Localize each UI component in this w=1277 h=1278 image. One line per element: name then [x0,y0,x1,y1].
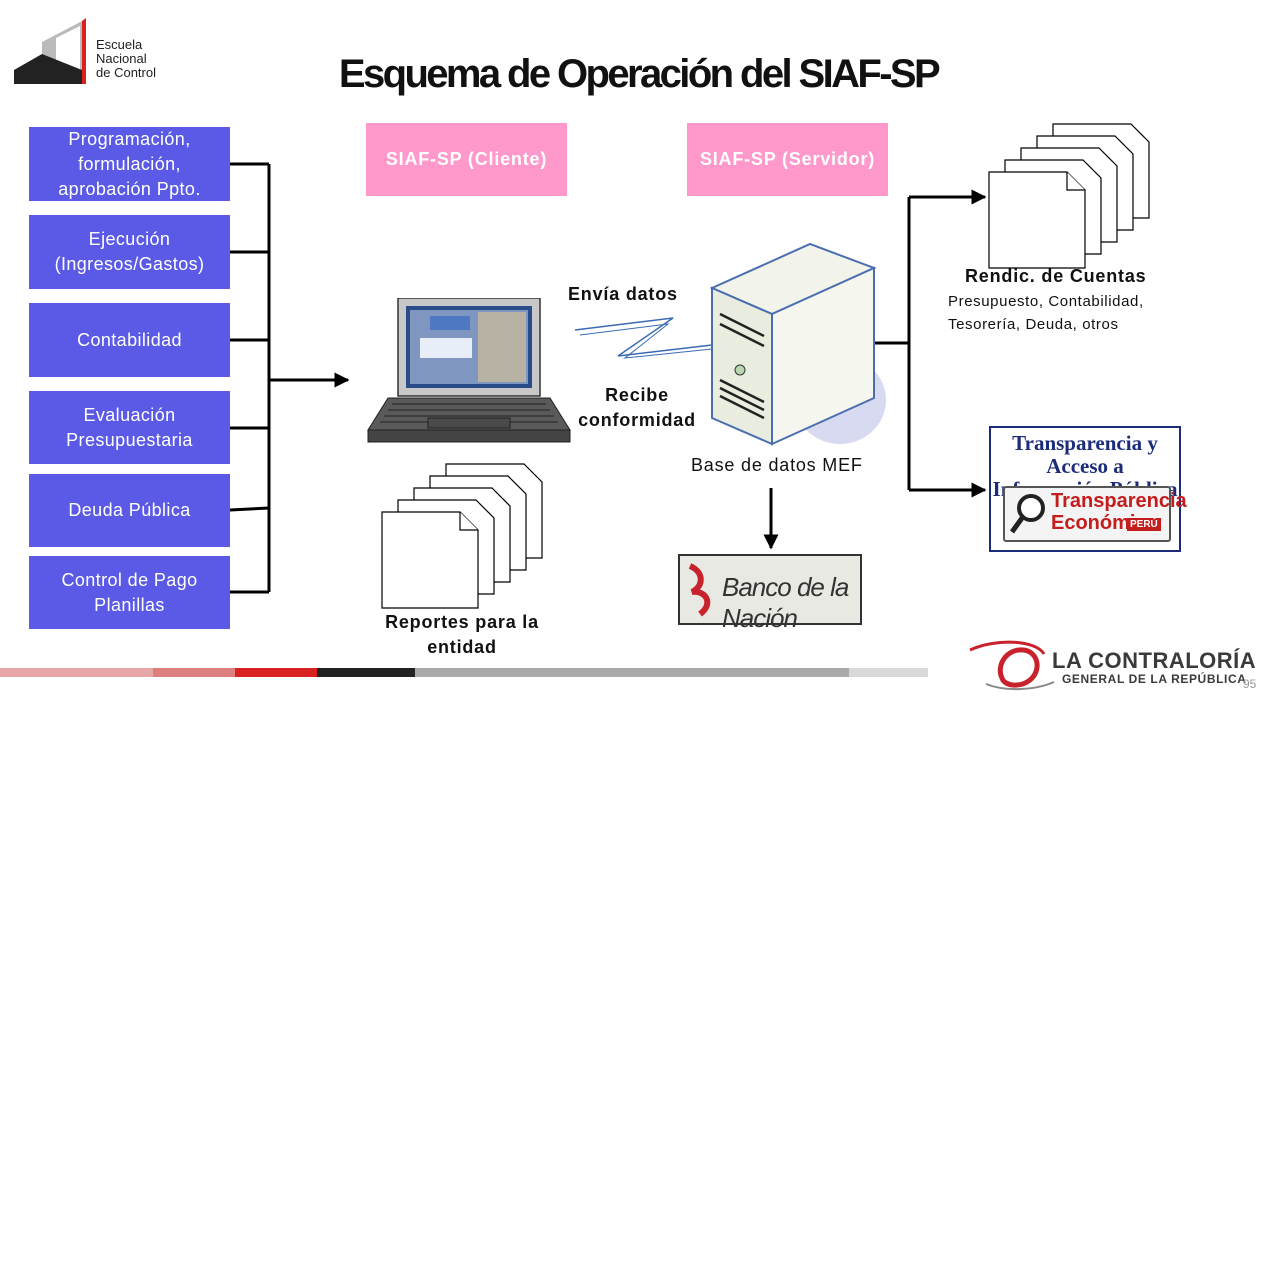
module-ejecucion: Ejecución (Ingresos/Gastos) [29,215,230,289]
siaf-client-box: SIAF-SP (Cliente) [366,123,567,196]
footer-bar-light [0,668,153,677]
rendicion-title: Rendic. de Cuentas [965,266,1147,286]
transparencia-logo: Transparencia y Acceso a Información Púb… [989,426,1187,552]
reports-stack-icon [381,463,543,609]
receives-label: Recibe conformidad [578,385,696,430]
contraloria-subtitle: GENERAL DE LA REPÚBLICA [1062,672,1247,686]
siaf-server-box: SIAF-SP (Servidor) [687,123,888,196]
db-label: Base de datos MEF [691,455,863,475]
escuela-logo-text: Escuela Nacional de Control [96,37,156,80]
banco-nacion-logo: Banco de la Nación [678,554,862,633]
laptop-icon [367,298,571,443]
footer-bar-light-gray [849,668,928,677]
module-evaluacion: Evaluación Presupuestaria [29,391,230,464]
footer-bar-gray [415,668,849,677]
contraloria-emblem-icon [969,640,1055,691]
page-title: Esquema de Operación del SIAF-SP [338,52,941,96]
escuela-logo-icon [14,18,86,84]
footer-bar-mid [153,668,235,677]
banco-symbol-icon [688,563,711,617]
module-planillas: Control de Pago Planillas [29,556,230,629]
module-deuda: Deuda Pública [29,474,230,547]
rendicion-stack-icon [988,123,1150,269]
rendicion-detail: Presupuesto, Contabilidad, Tesorería, De… [948,293,1144,333]
magnifier-icon [1009,494,1045,534]
connector-lines [229,162,987,594]
page-number: 95 [1243,677,1257,691]
footer-bar-dark [317,668,415,677]
server-icon [709,242,886,446]
module-contabilidad: Contabilidad [29,303,230,377]
contraloria-name: LA CONTRALORÍA [1052,648,1257,673]
reports-label: Reportes para la entidad [385,612,539,657]
sends-label: Envía datos [568,284,678,304]
module-programacion: Programación, formulación, aprobación Pp… [29,127,230,201]
footer-bar-red [235,668,317,677]
